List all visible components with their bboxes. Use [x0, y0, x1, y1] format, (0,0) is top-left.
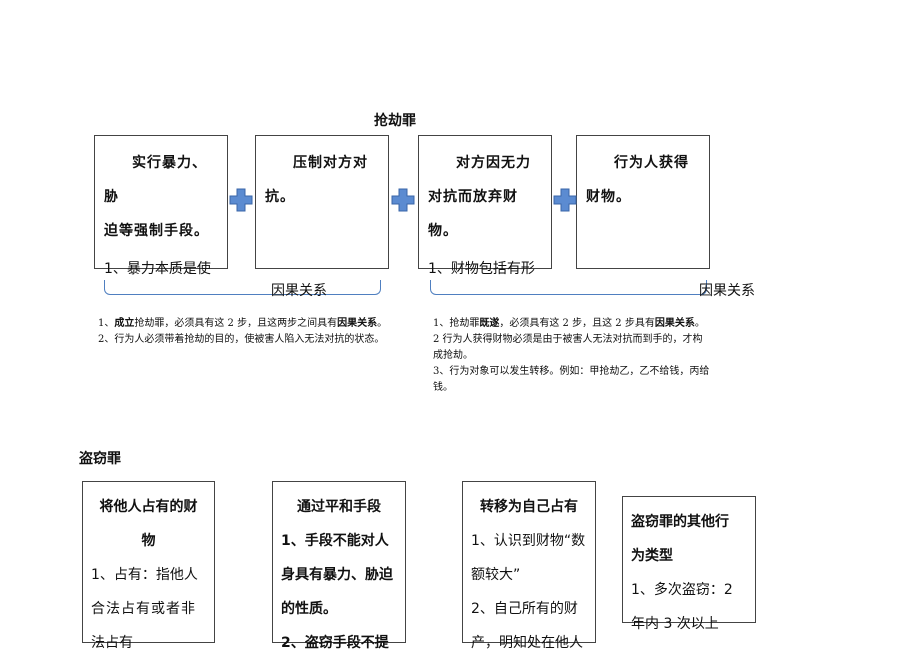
- relation-label-left: 因果关系: [271, 283, 327, 299]
- robbery-title: 抢劫罪: [374, 113, 416, 129]
- theft-box-1-head-cont: 物: [141, 533, 156, 549]
- theft-box-3-head: 转移为自己占有: [480, 499, 578, 515]
- robbery-step-3-text: 1、财物包括有形: [428, 261, 535, 277]
- theft-box-2-text: 1、手段不能对人: [281, 533, 389, 549]
- robbery-step-4-box: 行为人获得 财物。: [576, 135, 710, 269]
- theft-box-1-text: 法占有: [91, 635, 133, 651]
- note-line-2: 2、行为人必须带着抢劫的目的，使被害人陷入无法对抗的状态。: [98, 334, 385, 345]
- note-line-3: 3、行为对象可以发生转移。例如：甲抢劫乙，乙不给钱，丙给钱。: [433, 366, 710, 393]
- theft-box-1-head: 将他人占有的财: [99, 499, 198, 515]
- theft-box-1: 将他人占有的财 物 1、占有：指他人 合法占有或者非 法占有: [82, 481, 215, 651]
- note-text: 抢劫罪，必须具有这 2 步，且这两步之间具有: [134, 318, 338, 329]
- note-text: 。: [694, 318, 705, 329]
- note-text: 1、: [98, 318, 115, 329]
- note-text: ，必须具有这 2 步，且这 2 步具有: [499, 318, 655, 329]
- causal-bracket-right: [430, 280, 707, 295]
- theft-box-2-head: 通过平和手段: [297, 499, 381, 515]
- robbery-step-4-head: 行为人获得: [614, 155, 689, 171]
- theft-box-2-text: 的性质。: [281, 601, 337, 617]
- robbery-step-1-box: 实行暴力、胁 迫等强制手段。 1、暴力本质是使: [94, 135, 228, 277]
- robbery-notes-right: 1、抢劫罪既遂，必须具有这 2 步，且这 2 步具有因果关系。 2 行为人获得财…: [433, 316, 711, 396]
- robbery-notes-left: 1、成立抢劫罪，必须具有这 2 步，且这两步之间具有因果关系。 2、行为人必须带…: [98, 316, 428, 348]
- note-text-bold: 成立: [114, 318, 135, 329]
- robbery-step-2-box: 压制对方对 抗。: [255, 135, 389, 269]
- plus-icon: [553, 188, 577, 212]
- theft-box-3-text: 产，明知处在他人: [471, 635, 583, 651]
- relation-label-right: 因果关系: [699, 283, 755, 299]
- theft-box-2: 通过平和手段 1、手段不能对人 身具有暴力、胁迫 的性质。 2、盗窃手段不提: [272, 481, 406, 651]
- theft-box-4-text: 年内 3 次以上: [631, 616, 719, 632]
- plus-icon: [391, 188, 415, 212]
- note-text: 。: [377, 318, 388, 329]
- theft-box-2-text: 身具有暴力、胁迫: [281, 567, 393, 583]
- theft-box-4-head: 盗窃罪的其他行: [631, 514, 729, 530]
- theft-box-3: 转移为自己占有 1、认识到财物“数 额较大” 2、自己所有的财 产，明知处在他人: [462, 481, 596, 651]
- note-line-2: 2 行为人获得财物必须是由于被害人无法对抗而到手的，才构成抢劫。: [433, 334, 703, 361]
- robbery-step-4-head-cont: 财物。: [586, 189, 631, 205]
- robbery-step-2-head-cont: 抗。: [265, 189, 295, 205]
- note-text-bold: 因果关系: [654, 318, 695, 329]
- robbery-step-1-text: 1、暴力本质是使: [104, 261, 211, 277]
- robbery-step-1-head: 实行暴力、胁: [104, 155, 207, 205]
- theft-box-1-text: 合法占有或者非: [91, 601, 196, 617]
- note-text: 1、抢劫罪: [433, 318, 480, 329]
- theft-box-2-text: 2、盗窃手段不提: [281, 635, 389, 651]
- robbery-step-3-head-cont: 对抗而放弃财物。: [428, 189, 518, 239]
- robbery-step-3-box: 对方因无力 对抗而放弃财物。 1、财物包括有形: [418, 135, 552, 277]
- theft-title: 盗窃罪: [79, 451, 121, 467]
- theft-box-4-text: 1、多次盗窃：2: [631, 582, 733, 598]
- theft-box-3-text: 2、自己所有的财: [471, 601, 578, 617]
- theft-box-3-text: 1、认识到财物“数: [471, 533, 586, 549]
- theft-box-3-text: 额较大”: [471, 567, 521, 583]
- plus-icon: [229, 188, 253, 212]
- robbery-step-3-head: 对方因无力: [456, 155, 531, 171]
- theft-box-4: 盗窃罪的其他行 为类型 1、多次盗窃：2 年内 3 次以上: [622, 496, 756, 632]
- theft-box-1-text: 1、占有：指他人: [91, 567, 198, 583]
- note-text-bold: 既遂: [479, 318, 500, 329]
- causal-bracket-left: [104, 280, 381, 295]
- note-text-bold: 因果关系: [337, 318, 378, 329]
- robbery-step-1-head-cont: 迫等强制手段。: [104, 223, 209, 239]
- robbery-step-2-head: 压制对方对: [293, 155, 368, 171]
- theft-box-4-head-cont: 为类型: [631, 548, 673, 564]
